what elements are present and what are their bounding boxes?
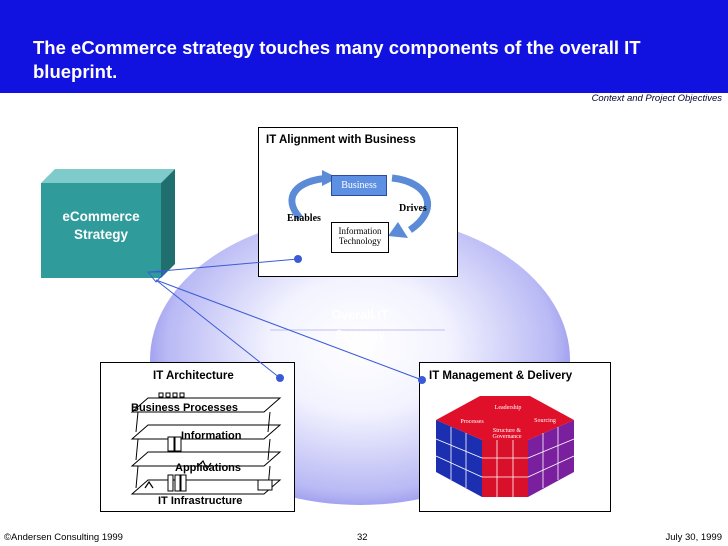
title-bar: The eCommerce strategy touches many comp… xyxy=(0,0,728,93)
layer-information: Information xyxy=(181,430,242,442)
layer-business-processes: Business Processes xyxy=(131,402,239,414)
it-line1: Information xyxy=(338,226,382,236)
cube-leadership: Leadership xyxy=(494,405,522,411)
alignment-title: IT Alignment with Business xyxy=(266,134,416,146)
strategy-line1: eCommerce xyxy=(62,209,140,224)
overall-line2: Strategy xyxy=(334,328,386,342)
page-title: The eCommerce strategy touches many comp… xyxy=(33,37,641,82)
layer-it-infrastructure: IT Infrastructure xyxy=(158,495,243,507)
overall-line1: Overall IT xyxy=(331,308,389,322)
strategy-line2: Strategy xyxy=(73,227,129,242)
footer-date: July 30, 1999 xyxy=(665,532,722,543)
cube-structure-governance: Structure & Governance xyxy=(485,428,529,440)
it-line2: Technology xyxy=(338,236,382,246)
layer-applications: Applications xyxy=(175,462,242,474)
footer-copyright: ©Andersen Consulting 1999 xyxy=(4,532,123,543)
cube-processes: Processes xyxy=(460,419,484,425)
cube-front-line1: Structure & xyxy=(492,428,522,434)
section-subtitle: Context and Project Objectives xyxy=(591,93,722,104)
management-title: IT Management & Delivery xyxy=(429,370,573,382)
cube-sourcing: Sourcing xyxy=(534,418,556,424)
drives-label: Drives xyxy=(399,203,427,214)
architecture-title: IT Architecture xyxy=(153,370,234,382)
information-technology-box: Information Technology xyxy=(331,222,389,253)
cube-front-line2: Governance xyxy=(492,434,522,440)
business-box: Business xyxy=(331,175,387,196)
overall-it-strategy-label: Overall IT Strategy xyxy=(300,305,420,345)
enables-label: Enables xyxy=(287,213,321,224)
ecommerce-strategy-box: eCommerce Strategy xyxy=(41,183,161,278)
footer-page-number: 32 xyxy=(357,532,368,543)
